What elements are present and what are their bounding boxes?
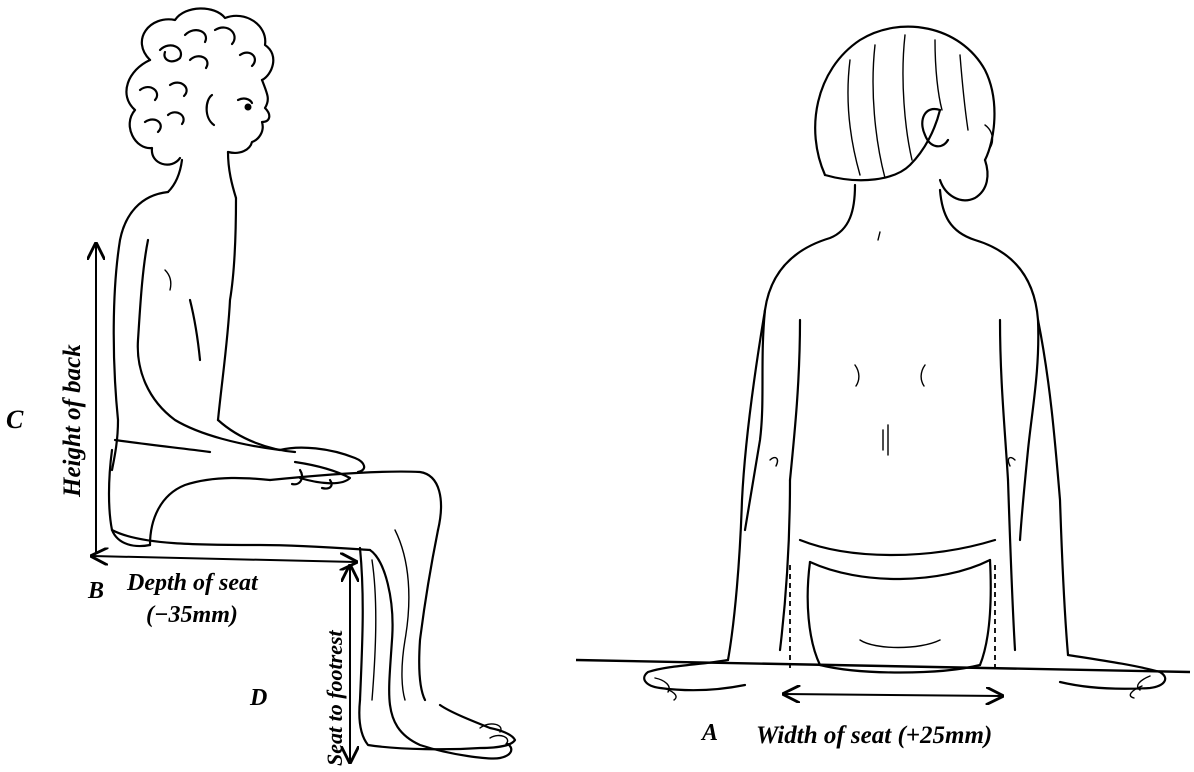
- side-view-face: [207, 80, 270, 153]
- label-d: D: [249, 685, 267, 711]
- depth-of-seat-adjustment: (−35mm): [146, 602, 238, 628]
- width-of-seat-line: [784, 694, 1002, 696]
- depth-of-seat-line: [92, 556, 356, 562]
- side-view-feet: [359, 700, 515, 758]
- depth-of-seat-label: Depth of seat: [126, 570, 259, 596]
- label-a: A: [700, 720, 718, 746]
- side-view-measurement-lines: [92, 244, 356, 762]
- seat-surface-line: [576, 660, 1190, 672]
- side-view-torso: [112, 152, 280, 470]
- label-b: B: [87, 578, 104, 604]
- label-c: C: [6, 405, 24, 434]
- back-view-ear: [922, 109, 992, 200]
- back-view-child-figure: [644, 27, 1165, 700]
- back-view-briefs: [800, 540, 995, 673]
- side-view-briefs: [109, 440, 270, 546]
- back-view-hair: [815, 27, 994, 181]
- height-of-back-label: Height of back: [59, 344, 86, 498]
- back-view-arms: [728, 310, 1068, 660]
- side-view-child-figure: [109, 8, 515, 758]
- width-of-seat-label: Width of seat (+25mm): [756, 722, 992, 749]
- seat-to-footrest-label: Seat to footrest: [322, 629, 347, 766]
